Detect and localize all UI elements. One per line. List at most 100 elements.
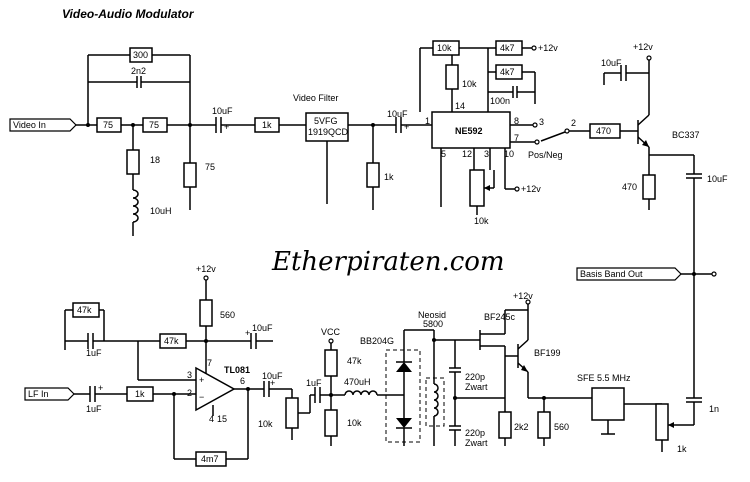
neosid-box	[425, 377, 445, 427]
ic-ne592	[431, 111, 511, 149]
r18-label: 18	[150, 155, 160, 165]
r75a-label: 75	[103, 120, 113, 130]
r300-label: 300	[133, 50, 148, 60]
pot-1k	[655, 403, 669, 441]
video-filter-block	[305, 112, 349, 142]
c220p-b-sub: Zwart	[465, 438, 488, 448]
r4m7-label: 4m7	[201, 454, 219, 464]
svg-text:+: +	[404, 122, 409, 132]
c1uf-b-label: 1uF	[86, 404, 102, 414]
supply-ne592-b: +12v	[521, 184, 541, 194]
svg-text:12: 12	[462, 149, 472, 159]
svg-text:3: 3	[539, 117, 544, 127]
bf199-label: BF199	[534, 348, 561, 358]
c1n-label: 1n	[709, 404, 719, 414]
filter-line2: 1919QCD	[308, 127, 349, 137]
r470a-label: 470	[596, 126, 611, 136]
c10uf-f-label: 10uF	[262, 371, 283, 381]
svg-text:1: 1	[425, 116, 430, 126]
r470b-label: 470	[622, 182, 637, 192]
resistor-75c	[183, 162, 197, 188]
resistor-10k-c	[324, 409, 338, 437]
resistor-2k2	[498, 411, 512, 439]
resistor-47k-c	[324, 349, 338, 377]
c10uf-d-label: 10uF	[707, 174, 728, 184]
c220p-a-sub: Zwart	[465, 382, 488, 392]
varicap-diode-bottom	[396, 418, 412, 428]
c1uf-a-label: 1uF	[86, 348, 102, 358]
tl081-label: TL081	[224, 365, 250, 375]
r10k-b-label: 10k	[462, 79, 477, 89]
l470uh-label: 470uH	[344, 377, 371, 387]
pot-10k-b	[285, 397, 299, 429]
r2k2-label: 2k2	[514, 422, 529, 432]
svg-text:2: 2	[187, 388, 192, 398]
resistor-10k-b	[445, 64, 459, 90]
r10k-c-label: 10k	[347, 418, 362, 428]
svg-text:2: 2	[571, 118, 576, 128]
svg-text:7: 7	[514, 133, 519, 143]
supply-bc337: +12v	[633, 42, 653, 52]
pot10k-b-label: 10k	[258, 419, 273, 429]
r4k7-a-label: 4k7	[500, 43, 515, 53]
r1k-b-label: 1k	[384, 172, 394, 182]
svg-text:10: 10	[504, 149, 514, 159]
pot-10k	[469, 169, 485, 207]
r560a-label: 560	[220, 310, 235, 320]
svg-text:−: −	[199, 392, 204, 402]
r75c-label: 75	[205, 162, 215, 172]
varicap-box	[385, 349, 421, 443]
r47k-c-label: 47k	[347, 356, 362, 366]
watermark: Etherpiraten.com	[271, 247, 505, 277]
r560b-label: 560	[554, 422, 569, 432]
filter-line1: 5VFG	[314, 116, 338, 126]
resistor-1k-b	[366, 162, 380, 188]
diagram-title: Video-Audio Modulator	[62, 7, 195, 21]
supply-rf: +12v	[513, 291, 533, 301]
r47k-b-label: 47k	[164, 336, 179, 346]
lf-in-port	[24, 387, 75, 401]
r4k7-b-label: 4k7	[500, 67, 515, 77]
sfe-label: SFE 5.5 MHz	[577, 373, 631, 383]
video-in-port	[9, 118, 77, 132]
resistor-470b	[642, 174, 656, 200]
svg-text:+: +	[245, 328, 250, 338]
svg-text:3: 3	[484, 149, 489, 159]
resistor-18	[126, 149, 140, 175]
svg-text:7: 7	[207, 358, 212, 368]
resistor-560b	[537, 411, 551, 439]
supply-tl081: +12v	[196, 264, 216, 274]
bf245c-label: BF245c	[484, 312, 516, 322]
c220p-a-label: 220p	[465, 372, 485, 382]
opamp-tl081	[195, 366, 236, 412]
vcc-label: VCC	[321, 327, 341, 337]
lf-in-label: LF In	[28, 389, 49, 399]
switch-label: Pos/Neg	[528, 150, 563, 160]
r1k-a-label: 1k	[262, 120, 272, 130]
r47k-a-label: 47k	[77, 305, 92, 315]
r10k-top-label: 10k	[437, 43, 452, 53]
svg-text:6: 6	[240, 376, 245, 386]
pot10k-label: 10k	[474, 216, 489, 226]
video-filter-label: Video Filter	[293, 93, 338, 103]
c100n-label: 100n	[490, 96, 510, 106]
r1k-c-label: 1k	[135, 389, 145, 399]
neosid-label: Neosid	[418, 310, 446, 320]
bb204g-label: BB204G	[360, 336, 394, 346]
c10uf-c-label: 10uF	[601, 58, 622, 68]
neosid-coil	[433, 383, 439, 417]
pot1k-label: 1k	[677, 444, 687, 454]
l10uh-label: 10uH	[150, 206, 172, 216]
c10uf-a-label: 10uF	[212, 106, 233, 116]
svg-text:14: 14	[455, 101, 465, 111]
neosid-model: 5800	[423, 319, 443, 329]
svg-text:15: 15	[217, 414, 227, 424]
ne592-label: NE592	[455, 126, 483, 136]
svg-text:+: +	[270, 378, 275, 388]
inductor-10uh	[132, 189, 139, 223]
svg-text:5: 5	[441, 149, 446, 159]
basis-band-out-port	[576, 267, 682, 281]
basis-band-out-label: Basis Band Out	[580, 269, 643, 279]
resistor-560a	[199, 299, 213, 327]
